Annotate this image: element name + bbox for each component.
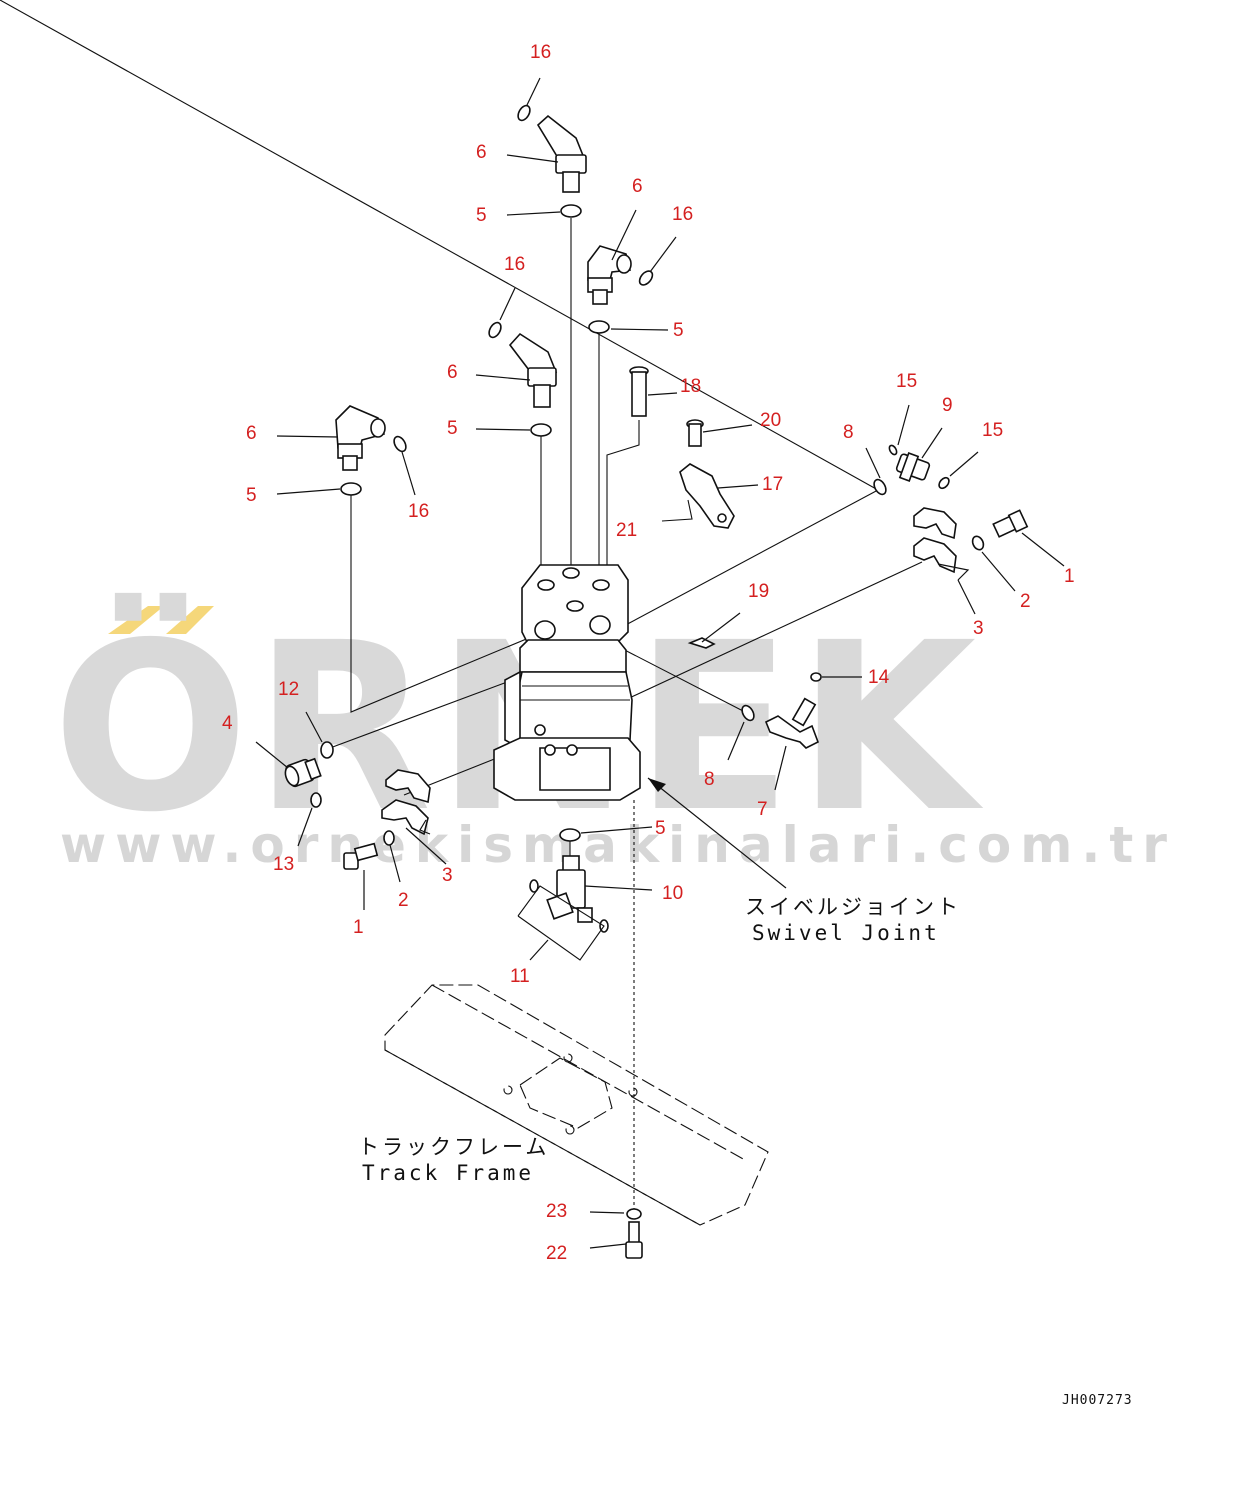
watermark-url: www.ornekismakinalari.com.tr [60, 816, 1176, 874]
connector [284, 757, 322, 788]
callout-5: 5 [447, 418, 458, 439]
callout-11: 11 [510, 966, 530, 987]
track-frame-hole [563, 1053, 573, 1063]
track-frame-hole [628, 1087, 638, 1097]
swivel-joint-flange [519, 639, 627, 673]
callout-15: 15 [896, 371, 917, 392]
callout-16: 16 [408, 501, 429, 522]
callout-13: 13 [273, 854, 294, 875]
callout-6: 6 [246, 423, 257, 444]
captions: スイベルジョイント Swivel Joint トラックフレーム Track Fr… [358, 895, 1133, 1408]
callout-5: 5 [673, 320, 684, 341]
callout-22: 22 [546, 1243, 567, 1264]
callout-8: 8 [704, 769, 715, 790]
callout-14: 14 [868, 667, 890, 688]
elbow-fitting [536, 114, 587, 193]
elbow-fitting [587, 245, 632, 305]
callouts: 16 6 5 6 16 16 5 6 18 5 20 6 16 5 15 9 8… [222, 42, 1075, 1264]
callout-20: 20 [760, 410, 781, 431]
callout-16: 16 [504, 254, 525, 275]
callout-3: 3 [973, 618, 984, 639]
bolt [625, 1221, 643, 1259]
callout-10: 10 [662, 883, 683, 904]
stopper-plate [661, 463, 735, 529]
callout-17: 17 [762, 474, 783, 495]
callout-21: 21 [616, 520, 637, 541]
callout-3: 3 [442, 865, 453, 886]
washer [383, 830, 395, 846]
callout-2: 2 [1020, 591, 1031, 612]
valve [517, 855, 609, 961]
callout-16: 16 [530, 42, 551, 63]
o-rings [310, 104, 950, 842]
track-frame-cutout [519, 1057, 613, 1129]
swivel-joint-caption-en: Swivel Joint [752, 921, 940, 945]
leader-lines [255, 77, 1065, 1249]
track-frame-edge [384, 1049, 701, 1226]
bolt [992, 509, 1029, 538]
split-flange [913, 507, 957, 574]
track-frame-caption-en: Track Frame [362, 1161, 534, 1185]
callout-6: 6 [632, 176, 643, 197]
callout-2: 2 [398, 890, 409, 911]
callout-19: 19 [748, 581, 769, 602]
pin-short [686, 419, 704, 447]
callout-1: 1 [1064, 566, 1075, 587]
elbow-fitting-small [764, 697, 820, 749]
swivel-joint-stem [539, 747, 611, 791]
callout-16: 16 [672, 204, 693, 225]
callout-6: 6 [476, 142, 487, 163]
swivel-joint-caption-jp: スイベルジョイント [745, 895, 961, 919]
callout-9: 9 [942, 395, 953, 416]
pin [629, 366, 649, 417]
swivel-joint-arrow [648, 778, 666, 792]
washer [971, 535, 985, 551]
split-flange [381, 769, 431, 836]
track-frame-edge-upper [431, 984, 746, 1161]
callout-1: 1 [353, 917, 364, 938]
callout-6: 6 [447, 362, 458, 383]
elbow-fitting [508, 332, 558, 408]
bolt [343, 842, 379, 870]
elbow-fitting [335, 405, 386, 471]
callout-7: 7 [757, 799, 768, 820]
callout-18: 18 [680, 376, 701, 397]
track-frame-hole [503, 1085, 513, 1095]
callout-5: 5 [655, 818, 666, 839]
callout-8: 8 [843, 422, 854, 443]
document-id: JH007273 [1062, 1393, 1133, 1408]
callout-12: 12 [278, 679, 299, 700]
swivel-joint [493, 564, 641, 801]
watermark-accent-left [108, 606, 164, 634]
track-frame-caption-jp: トラックフレーム [358, 1135, 549, 1159]
track-frame-hole [565, 1125, 575, 1135]
callout-15: 15 [982, 420, 1003, 441]
callout-5: 5 [476, 205, 487, 226]
track-frame-outline [384, 984, 769, 1226]
callout-5: 5 [246, 485, 257, 506]
watermark-accent-right [166, 606, 214, 634]
tee-fitting [895, 452, 931, 482]
swivel-joint-side-boss [504, 670, 521, 750]
callout-4: 4 [222, 713, 233, 734]
callout-23: 23 [546, 1201, 567, 1222]
plate [687, 637, 716, 649]
track-frame [384, 984, 769, 1226]
washer [626, 1208, 642, 1220]
